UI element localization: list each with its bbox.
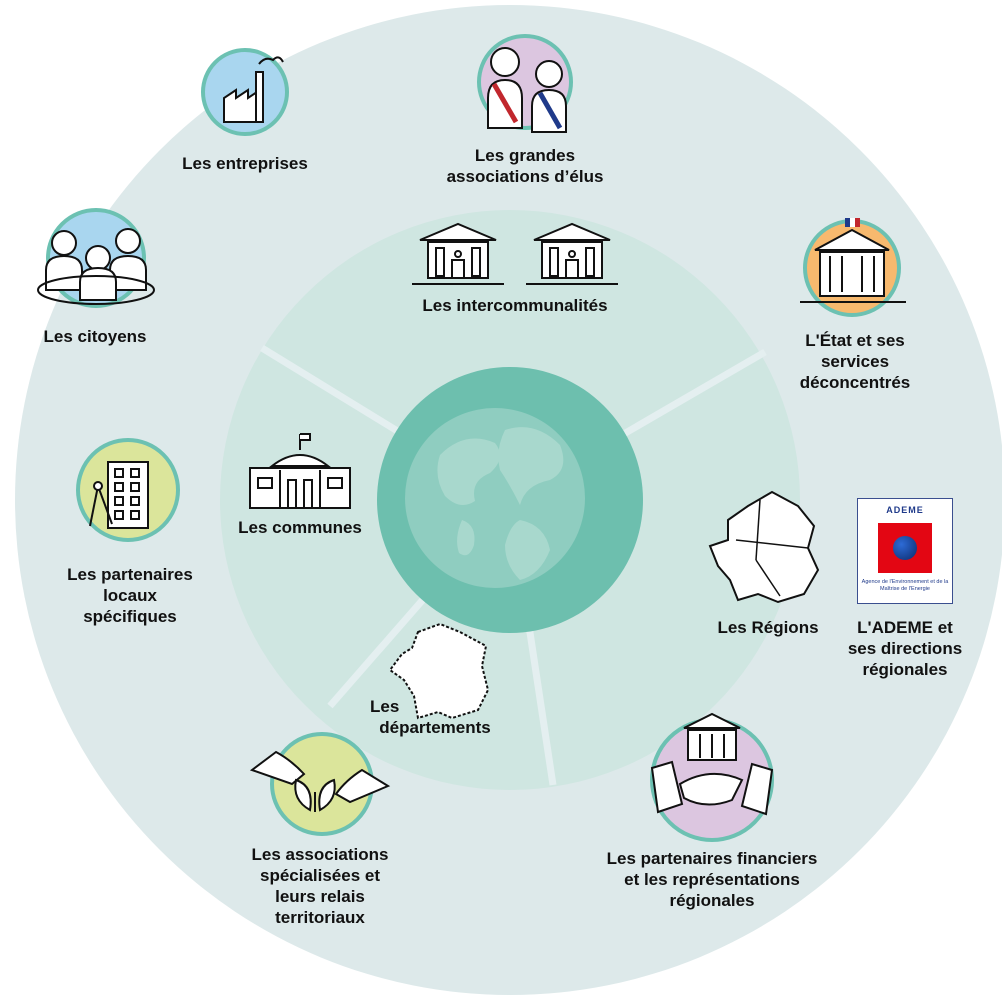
label-grandes-associations: Les grandes associations d’élus (446, 146, 604, 186)
french-flag-icon (845, 218, 860, 227)
government-building-icon (800, 228, 906, 303)
elected-officials-icon (487, 47, 567, 133)
france-regions-map-icon (708, 490, 820, 604)
communes-icon (249, 433, 351, 509)
label-entreprises: Les entreprises (182, 154, 308, 173)
associations-specialisees-badge (249, 732, 391, 836)
partenaires-locaux-badge (76, 438, 180, 542)
ademe-logo: ADEME Agence de l'Environnement et de la… (857, 498, 953, 604)
label-associations-specialisees: Les associations spécialisées et leurs r… (251, 845, 389, 927)
ademe-logo-title: ADEME (886, 505, 924, 515)
label-departements: Les départements (370, 697, 491, 737)
entreprises-badge (201, 48, 289, 136)
label-citoyens: Les citoyens (43, 327, 147, 346)
ademe-logo-subtitle: Agence de l'Environnement et de la Maîtr… (861, 579, 949, 592)
etat-badge (800, 218, 906, 317)
ademe-globe-icon (893, 536, 917, 560)
globe-icon (405, 408, 585, 588)
factory-icon (223, 56, 284, 123)
label-etat: L'État et ses services déconcentrés (799, 331, 911, 392)
globe-continents-icon (437, 427, 564, 580)
handshake-bank-icon (650, 712, 774, 816)
label-intercommunalites: Les intercommunalités (422, 296, 608, 315)
label-partenaires-locaux: Les partenaires locaux spécifiques (67, 565, 193, 626)
france-departements-map-icon (388, 622, 490, 720)
partenaires-financiers-badge (650, 712, 774, 842)
label-ademe: L'ADEME et ses directions régionales (847, 618, 963, 679)
grandes-associations-badge (477, 34, 573, 133)
label-partenaires-financiers: Les partenaires financiers et les représ… (606, 849, 818, 910)
citizens-icon (37, 228, 155, 305)
building-compass-icon (89, 461, 149, 529)
hands-plant-icon (249, 750, 391, 812)
citoyens-badge (37, 208, 155, 308)
intercommunalites-icon (412, 222, 618, 285)
label-communes: Les communes (238, 518, 362, 537)
label-regions: Les Régions (717, 618, 819, 637)
